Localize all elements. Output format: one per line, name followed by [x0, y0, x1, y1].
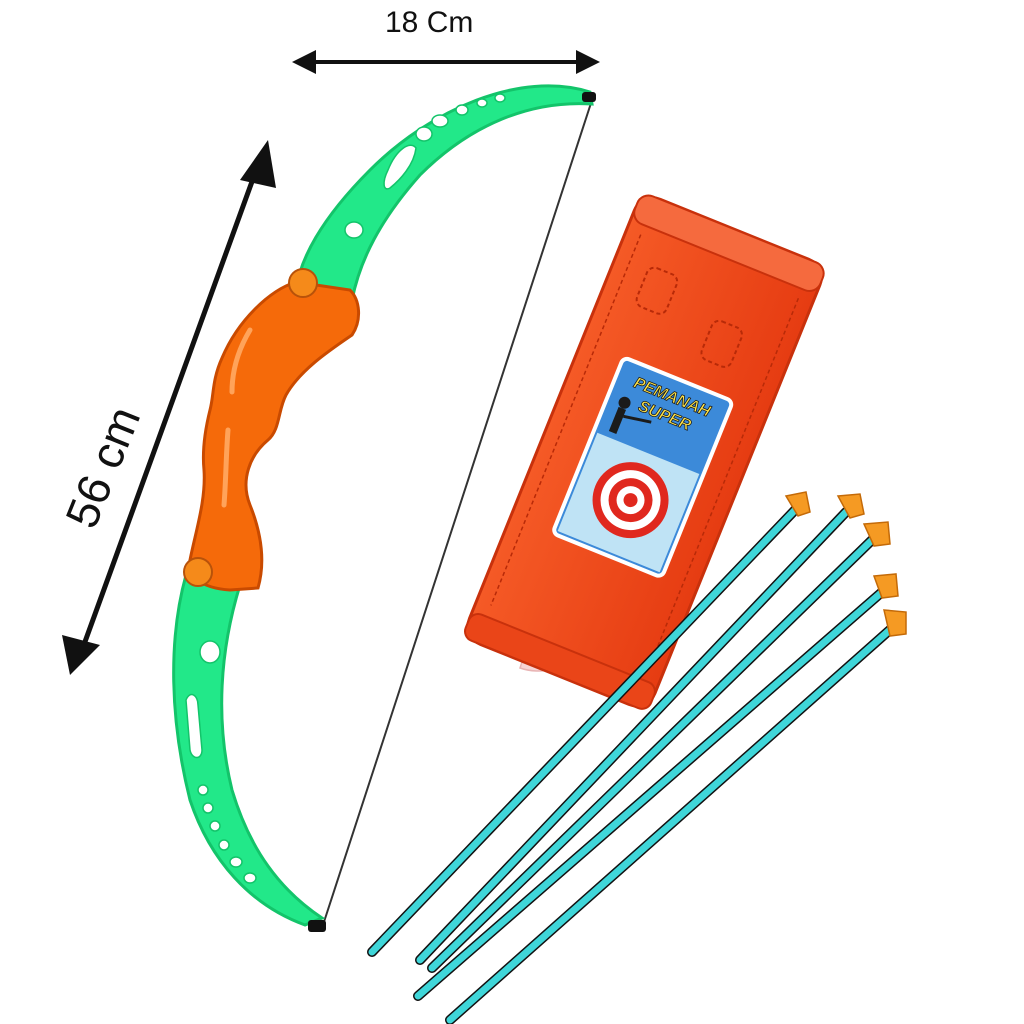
- target-icon: [592, 462, 669, 539]
- grip-bolt-lower: [183, 557, 213, 587]
- width-dimension-label: 18 Cm: [385, 6, 474, 39]
- arrow-4: [413, 573, 899, 1001]
- grip-highlight: [221, 327, 253, 508]
- arrow-1: [367, 491, 811, 957]
- arrow-2: [415, 493, 865, 965]
- bow-grip: [187, 280, 360, 592]
- arrows-group: [367, 491, 907, 1024]
- upper-limb-holes: [344, 93, 506, 239]
- archer-silhouette-icon: [608, 396, 652, 434]
- grip-bolt-upper: [288, 268, 318, 298]
- height-dimension-arrow: [62, 140, 276, 675]
- arrow-5: [445, 609, 907, 1024]
- quiver: PEMANAH SUPER: [464, 194, 825, 710]
- arrow-3: [427, 521, 891, 973]
- lower-nock: [308, 920, 326, 932]
- width-dimension-arrow: [292, 50, 600, 74]
- lower-limb-holes: [185, 640, 257, 884]
- bow-string: [321, 99, 593, 929]
- upper-nock: [582, 92, 596, 102]
